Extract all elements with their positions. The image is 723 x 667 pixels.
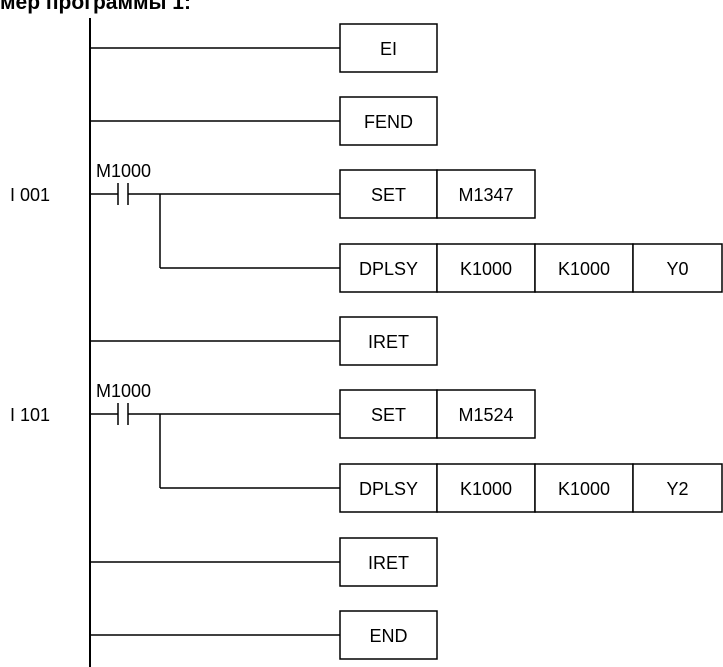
instruction-box	[339, 169, 438, 219]
operand-text: M1524	[458, 405, 513, 425]
operand-box	[436, 463, 536, 513]
rung-end: END	[90, 610, 438, 660]
rung-fend: FEND	[90, 96, 438, 146]
operand-box	[436, 243, 536, 293]
instruction-text: IRET	[368, 332, 409, 352]
rung-i001-set: I 001 M1000 SET M1347	[10, 161, 536, 268]
rung-dplsy-y2: DPLSY K1000 K1000 Y2	[160, 463, 723, 513]
rung-iret-1: IRET	[90, 316, 438, 366]
rung-ei: EI	[90, 23, 438, 73]
operand-text: K1000	[558, 259, 610, 279]
contact-no-icon	[117, 183, 129, 205]
interrupt-label: I 101	[10, 405, 50, 425]
contact-label: M1000	[96, 381, 151, 401]
instruction-text: FEND	[364, 112, 413, 132]
instruction-text: SET	[371, 185, 406, 205]
contact-no-icon	[117, 403, 129, 425]
rung-i101-set: I 101 M1000 SET M1524	[10, 381, 536, 488]
operand-box	[436, 169, 536, 219]
instruction-text: END	[369, 626, 407, 646]
instruction-text: DPLSY	[359, 479, 418, 499]
instruction-box	[339, 537, 438, 587]
instruction-text: DPLSY	[359, 259, 418, 279]
rung-iret-2: IRET	[90, 537, 438, 587]
instruction-box	[339, 463, 438, 513]
operand-text: Y2	[666, 479, 688, 499]
instruction-box	[339, 96, 438, 146]
operand-text: Y0	[666, 259, 688, 279]
operand-box	[632, 243, 723, 293]
rung-dplsy-y0: DPLSY K1000 K1000 Y0	[160, 243, 723, 293]
operand-box	[534, 463, 634, 513]
instruction-box	[339, 389, 438, 439]
operand-text: K1000	[558, 479, 610, 499]
operand-text: K1000	[460, 259, 512, 279]
instruction-text: IRET	[368, 553, 409, 573]
page-title: мер программы 1:	[0, 0, 191, 14]
instruction-box	[339, 243, 438, 293]
instruction-box	[339, 23, 438, 73]
operand-box	[632, 463, 723, 513]
instruction-box	[339, 316, 438, 366]
operand-text: K1000	[460, 479, 512, 499]
operand-box	[436, 389, 536, 439]
contact-label: M1000	[96, 161, 151, 181]
interrupt-label: I 001	[10, 185, 50, 205]
operand-text: M1347	[458, 185, 513, 205]
instruction-text: SET	[371, 405, 406, 425]
instruction-box	[339, 610, 438, 660]
instruction-text: EI	[380, 39, 397, 59]
